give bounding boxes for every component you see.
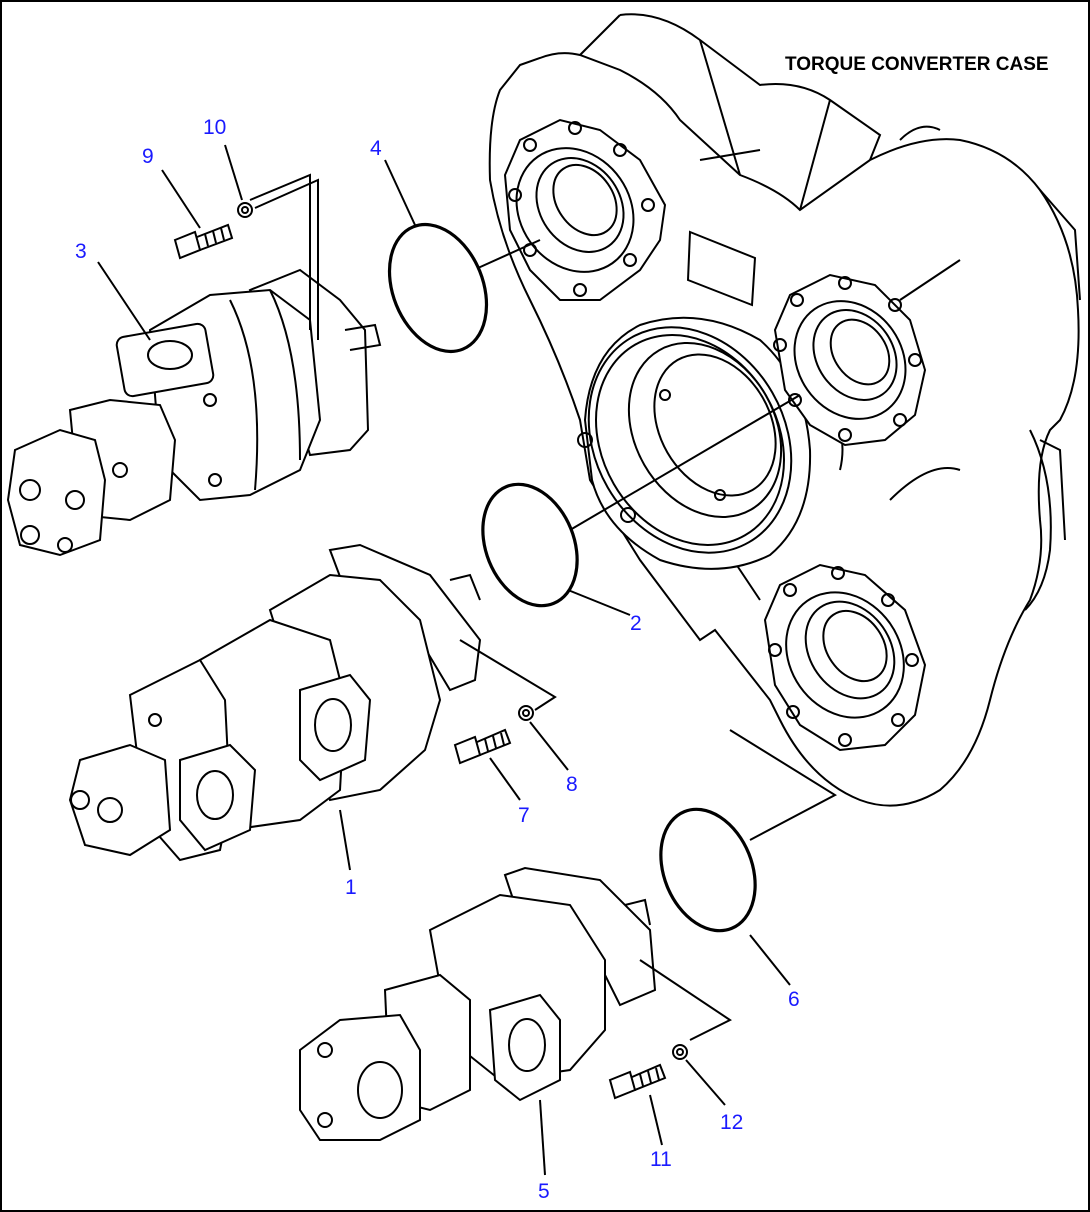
washer-10 <box>237 202 253 218</box>
callout-5[interactable]: 5 <box>538 1180 550 1203</box>
lower-pump-mount <box>763 563 927 752</box>
title-label: TORQUE CONVERTER CASE <box>785 54 1049 75</box>
callout-1[interactable]: 1 <box>345 876 357 899</box>
callout-8[interactable]: 8 <box>566 773 578 796</box>
upper-pump-mount <box>503 118 667 301</box>
washer-12 <box>672 1044 688 1060</box>
callout-11[interactable]: 11 <box>650 1148 672 1171</box>
o-ring-6 <box>659 807 757 933</box>
callout-12[interactable]: 12 <box>720 1111 743 1134</box>
callout-4[interactable]: 4 <box>370 137 382 160</box>
callout-numbers: 1 2 3 4 5 6 7 8 9 10 11 12 <box>75 116 800 1203</box>
callout-10[interactable]: 10 <box>203 116 226 139</box>
pump-5 <box>299 866 657 1141</box>
callout-2[interactable]: 2 <box>630 612 642 635</box>
callout-3[interactable]: 3 <box>75 240 87 263</box>
callout-7[interactable]: 7 <box>518 804 530 827</box>
bolt-11 <box>608 1063 667 1100</box>
bolt-9 <box>173 223 234 260</box>
callout-leaders <box>97 144 791 1176</box>
bolt-7 <box>453 728 512 765</box>
washer-8 <box>518 705 534 721</box>
o-ring-2 <box>481 482 579 608</box>
o-ring-4 <box>387 222 489 354</box>
pump-3 <box>6 268 382 557</box>
pump-1 <box>68 543 482 862</box>
callout-9[interactable]: 9 <box>142 145 154 168</box>
alignment-lines <box>249 173 838 1041</box>
torque-converter-case <box>488 13 1081 807</box>
callout-6[interactable]: 6 <box>788 988 800 1011</box>
right-pump-mount <box>773 273 927 447</box>
